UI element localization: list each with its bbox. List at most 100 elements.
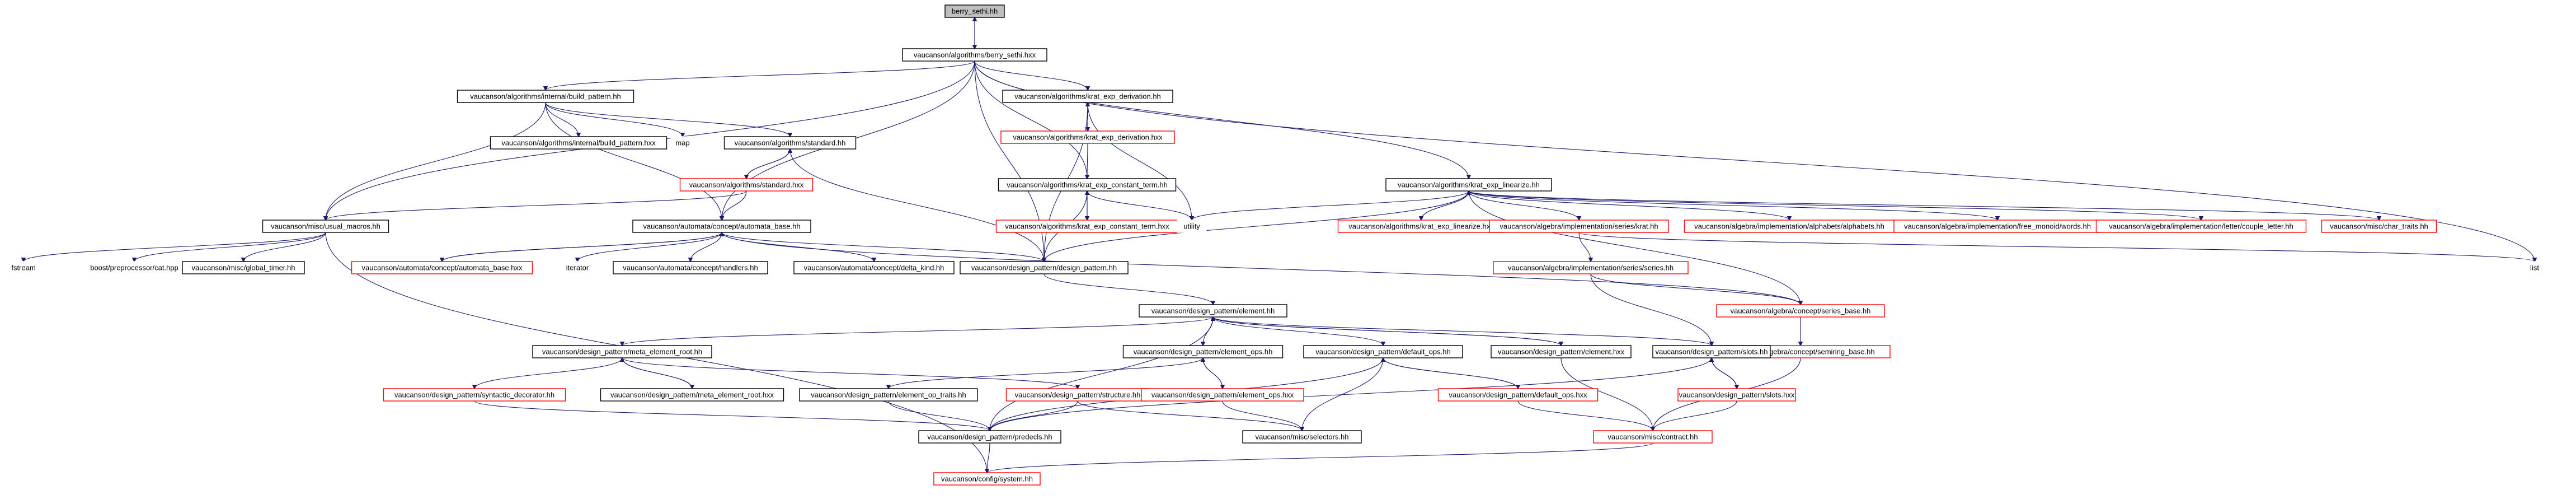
node-box [902,48,1047,62]
node-box [1491,345,1632,358]
node-box [1139,304,1287,318]
node-label: map [675,139,689,147]
node-list[interactable]: list [2525,261,2545,274]
node-delta-kind[interactable]: vaucanson/automata/concept/delta_kind.hh [793,261,955,274]
dependency-edge [1590,273,1712,346]
node-krat-const[interactable]: vaucanson/algorithms/krat_exp_constant_t… [998,178,1177,192]
node-box [944,4,1005,18]
node-map[interactable]: map [671,136,694,150]
node-box [613,261,768,274]
node-krat-deriv-hxx[interactable]: vaucanson/algorithms/krat_exp_derivation… [1000,130,1175,144]
dependency-edge [1192,190,1469,220]
node-krat-deriv[interactable]: vaucanson/algorithms/krat_exp_derivation… [1002,90,1173,103]
dependency-edge [545,102,790,137]
node-element-hxx[interactable]: vaucanson/design_pattern/element.hxx [1491,345,1632,358]
node-box [679,178,814,192]
node-automata-base[interactable]: vaucanson/automata/concept/automata_base… [632,220,811,233]
node-system[interactable]: vaucanson/config/system.hh [933,472,1041,486]
node-design-pattern[interactable]: vaucanson/design_pattern/design_pattern.… [960,261,1129,274]
node-iterator[interactable]: iterator [560,261,595,274]
dependency-edge [1468,190,1579,220]
node-label: vaucanson/algebra/implementation/alphabe… [1694,222,1884,231]
node-build-pattern-hxx[interactable]: vaucanson/algorithms/internal/build_patt… [490,136,667,150]
node-utility[interactable]: utility [1177,220,1207,233]
node-label: vaucanson/algebra/implementation/series/… [1508,264,1674,272]
dependency-edge [1383,358,1519,389]
node-element-ops[interactable]: vaucanson/design_pattern/element_ops.hh [1122,345,1284,358]
node-berry-hxx[interactable]: vaucanson/algorithms/berry_sethi.hxx [902,48,1047,62]
node-box [998,178,1177,192]
node-alphabets[interactable]: vaucanson/algebra/implementation/alphabe… [1684,220,1895,233]
node-berry[interactable]: berry_sethi.hh [944,4,1005,18]
dependency-edge [1468,190,2379,220]
dependency-edge [721,232,1801,305]
node-couple-letter[interactable]: vaucanson/algebra/implementation/letter/… [2095,220,2307,233]
node-series-base[interactable]: vaucanson/algebra/concept/series_base.hh [1716,304,1885,318]
node-char-traits[interactable]: vaucanson/misc/char_traits.hh [2321,220,2437,233]
node-box [560,261,595,274]
dependency-edge [1560,357,1653,431]
node-global-timer[interactable]: vaucanson/misc/global_timer.hh [182,261,305,274]
node-syntactic[interactable]: vaucanson/design_pattern/syntactic_decor… [383,388,566,402]
dependency-edge [1087,102,1192,220]
node-series-series[interactable]: vaucanson/algebra/implementation/series/… [1493,261,1689,274]
dependency-edge [1077,400,1302,431]
node-label: vaucanson/design_pattern/design_pattern.… [971,264,1117,272]
node-box [1385,178,1552,192]
node-element-ops-hxx[interactable]: vaucanson/design_pattern/element_ops.hxx [1141,388,1304,402]
node-series-krat[interactable]: vaucanson/algebra/implementation/series/… [1489,220,1669,233]
node-meta-elem-hxx[interactable]: vaucanson/design_pattern/meta_element_ro… [600,388,784,402]
node-box [671,136,694,150]
node-box [1716,304,1885,318]
node-free-monoid[interactable]: vaucanson/algebra/implementation/free_mo… [1893,220,2102,233]
node-label: vaucanson/design_pattern/default_ops.hh [1315,348,1450,356]
node-label: vaucanson/design_pattern/slots.hxx [1679,391,1795,399]
dependency-edge [889,357,1204,389]
dependency-edge [1203,358,1223,389]
node-box [1593,430,1713,444]
node-meta-elem[interactable]: vaucanson/design_pattern/meta_element_ro… [532,345,712,358]
node-default-ops-hxx[interactable]: vaucanson/design_pattern/default_ops.hxx [1437,388,1599,402]
node-krat-const-hxx[interactable]: vaucanson/algorithms/krat_exp_constant_t… [995,220,1179,233]
dependency-edge [1044,190,1469,262]
node-box [351,261,533,274]
node-label: vaucanson/misc/usual_macros.hh [271,222,380,231]
node-label: vaucanson/design_pattern/element.hh [1151,307,1275,315]
dependency-edge [1468,190,1801,305]
dependency-edge [1578,232,1591,262]
node-contract[interactable]: vaucanson/misc/contract.hh [1593,430,1713,444]
node-label: vaucanson/misc/char_traits.hh [2330,222,2428,231]
node-automata-base-hxx[interactable]: vaucanson/automata/concept/automata_base… [351,261,533,274]
node-standard-hh[interactable]: vaucanson/algorithms/standard.hh [723,136,857,150]
node-slots[interactable]: vaucanson/design_pattern/slots.hh [1652,345,1771,358]
node-label: vaucanson/automata/concept/automata_base… [362,264,523,272]
node-element-op-traits[interactable]: vaucanson/design_pattern/element_op_trai… [799,388,978,402]
node-label: vaucanson/design_pattern/syntactic_decor… [394,391,554,399]
dependency-edge [326,190,747,220]
node-default-ops[interactable]: vaucanson/design_pattern/default_ops.hh [1303,345,1463,358]
node-label: vaucanson/algorithms/krat_exp_derivation… [1013,133,1163,142]
node-handlers[interactable]: vaucanson/automata/concept/handlers.hh [613,261,768,274]
dependency-edge [1212,316,1712,346]
node-predecls[interactable]: vaucanson/design_pattern/predecls.hh [918,430,1061,444]
node-build-pattern[interactable]: vaucanson/algorithms/internal/build_patt… [457,90,634,103]
node-usual-macros[interactable]: vaucanson/misc/usual_macros.hh [262,220,389,233]
node-structure[interactable]: vaucanson/design_pattern/structure.hh [1005,388,1150,402]
node-krat-lin[interactable]: vaucanson/algorithms/krat_exp_linearize.… [1385,178,1552,192]
node-selectors[interactable]: vaucanson/misc/selectors.hh [1242,430,1362,444]
dependency-edge [1043,273,1213,305]
dependency-edge [1590,273,1801,305]
node-krat-lin-hxx[interactable]: vaucanson/algorithms/krat_exp_linearize.… [1337,220,1505,233]
node-fstream[interactable]: fstream [7,261,40,274]
node-slots-hxx[interactable]: vaucanson/design_pattern/slots.hxx [1677,388,1796,402]
dependency-edge [990,316,1214,431]
node-standard-hxx[interactable]: vaucanson/algorithms/standard.hxx [679,178,814,192]
dependency-edge [243,232,326,262]
node-box [182,261,305,274]
dependency-edge [622,316,1214,346]
dependency-edge [546,60,975,90]
node-label: vaucanson/algorithms/krat_exp_linearize.… [1398,181,1540,189]
node-element-hh[interactable]: vaucanson/design_pattern/element.hh [1139,304,1287,318]
node-boost-cat[interactable]: boost/preprocessor/cat.hpp [82,261,186,274]
dependency-edge [974,60,1087,179]
